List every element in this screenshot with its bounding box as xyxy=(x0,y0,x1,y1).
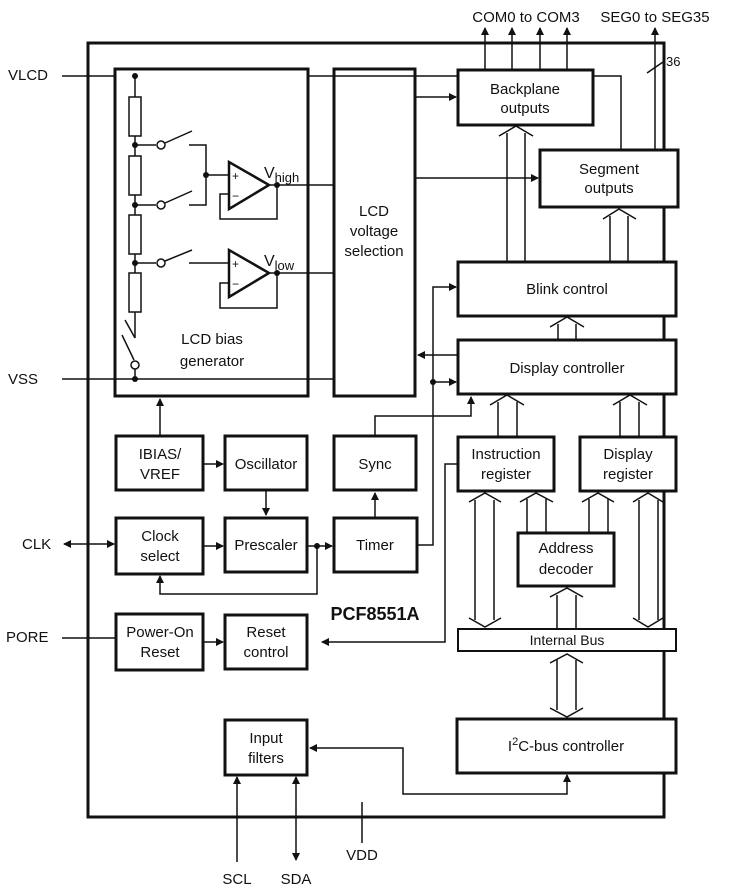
vlow-label: Vlow xyxy=(264,253,295,273)
power-on-reset-block xyxy=(114,612,205,672)
bias-switches xyxy=(121,130,229,370)
reset-control-label-1: Reset xyxy=(246,624,286,641)
vsel-label-2: voltage xyxy=(350,223,398,240)
bus-addr-to-instr xyxy=(519,492,554,533)
vsel-label-1: LCD xyxy=(359,203,389,220)
display-controller-label: Display controller xyxy=(509,360,624,377)
opamp-vhigh: + − xyxy=(219,159,345,220)
prescaler-block xyxy=(223,516,309,574)
svg-text:+: + xyxy=(232,169,239,183)
instr-to-reset-line xyxy=(321,463,458,646)
prescaler-label: Prescaler xyxy=(234,537,297,554)
clock-select-label-2: select xyxy=(140,548,180,565)
reset-control-label-2: control xyxy=(243,644,288,661)
vlcd-pin-label: VLCD xyxy=(8,67,48,84)
backplane-label-2: outputs xyxy=(500,100,549,117)
blink-control-block xyxy=(456,260,678,318)
chip-name-label: PCF8551A xyxy=(330,604,419,624)
instruction-register-label-2: register xyxy=(481,466,531,483)
bus-instr-to-dc xyxy=(489,394,525,436)
address-decoder-label-2: decoder xyxy=(539,561,593,578)
blink-control-label: Blink control xyxy=(526,281,608,298)
timer-label: Timer xyxy=(356,537,394,554)
ibias-label-1: IBIAS/ xyxy=(139,446,182,463)
bus-width-slash xyxy=(646,61,664,74)
bus-blink-to-segment xyxy=(602,208,637,262)
seg-pin-label: SEG0 to SEG35 xyxy=(600,9,709,26)
scl-pin-label: SCL xyxy=(222,871,251,888)
bus-dc-to-blink xyxy=(549,316,585,340)
i2c-to-filters-line xyxy=(309,744,571,795)
clock-select-label-1: Clock xyxy=(141,528,179,545)
display-register-label-1: Display xyxy=(603,446,653,463)
segment-label-2: outputs xyxy=(584,180,633,197)
vsel-label-3: selection xyxy=(344,243,403,260)
pore-pin-label: PORE xyxy=(6,629,49,646)
com-outputs xyxy=(481,27,571,70)
i2c-bus-controller-label: I2C-bus controller xyxy=(508,736,624,755)
svg-text:−: − xyxy=(232,277,239,291)
sync-label: Sync xyxy=(358,456,392,473)
seg-bus-width: 36 xyxy=(666,54,680,69)
oscillator-label: Oscillator xyxy=(235,456,298,473)
vss-pin-label: VSS xyxy=(8,371,38,388)
clock-select-block xyxy=(114,516,205,576)
backplane-outputs-block xyxy=(456,68,595,127)
bus-addr-to-dispreg xyxy=(581,492,615,533)
prescaler-feedback-line xyxy=(156,546,318,595)
sync-block xyxy=(332,434,418,492)
por-label-1: Power-On xyxy=(126,624,194,641)
svg-text:−: − xyxy=(232,189,239,203)
backplane-label-1: Backplane xyxy=(490,81,560,98)
address-decoder-label-1: Address xyxy=(538,540,593,557)
bus-internal-to-addr xyxy=(549,587,584,628)
bus-internal-i2c xyxy=(549,653,584,718)
internal-bus-label: Internal Bus xyxy=(530,632,605,648)
bus-blink-to-backplane xyxy=(498,125,534,262)
instruction-register-block xyxy=(456,435,556,493)
input-filters-label-1: Input xyxy=(249,730,283,747)
internal-bus-block xyxy=(457,628,677,652)
bias-generator-label-2: generator xyxy=(180,353,244,370)
bus-instr-internal xyxy=(468,492,502,628)
com-pin-label: COM0 to COM3 xyxy=(472,9,580,26)
bus-dispreg-internal xyxy=(632,492,664,628)
display-register-block xyxy=(578,435,678,493)
chip-outline xyxy=(86,41,666,819)
instruction-register-label-1: Instruction xyxy=(471,446,540,463)
segment-label-1: Segment xyxy=(579,161,640,178)
lcd-voltage-selection-block xyxy=(332,67,417,398)
vhigh-label: Vhigh xyxy=(264,165,299,185)
input-filters-label-2: filters xyxy=(248,750,284,767)
bus-dispreg-to-dc xyxy=(612,394,648,436)
por-label-2: Reset xyxy=(140,644,180,661)
segment-outputs-block xyxy=(538,148,680,209)
clk-pin-label: CLK xyxy=(22,536,51,553)
ibias-vref-block xyxy=(114,434,205,492)
vdd-pin-label: VDD xyxy=(346,847,378,864)
timer-block xyxy=(332,516,419,574)
display-controller-block xyxy=(456,338,678,396)
lcd-bias-generator-block xyxy=(113,67,310,398)
ibias-label-2: VREF xyxy=(140,466,180,483)
svg-text:+: + xyxy=(232,257,239,271)
display-register-label-2: register xyxy=(603,466,653,483)
sda-pin-label: SDA xyxy=(281,871,312,888)
sync-to-dc-line xyxy=(374,396,475,436)
input-filters-block xyxy=(223,718,309,777)
reset-control-block xyxy=(223,613,309,671)
address-decoder-block xyxy=(516,531,616,588)
opamp-vlow: + − xyxy=(219,247,345,309)
bias-generator-label-1: LCD bias xyxy=(181,331,243,348)
